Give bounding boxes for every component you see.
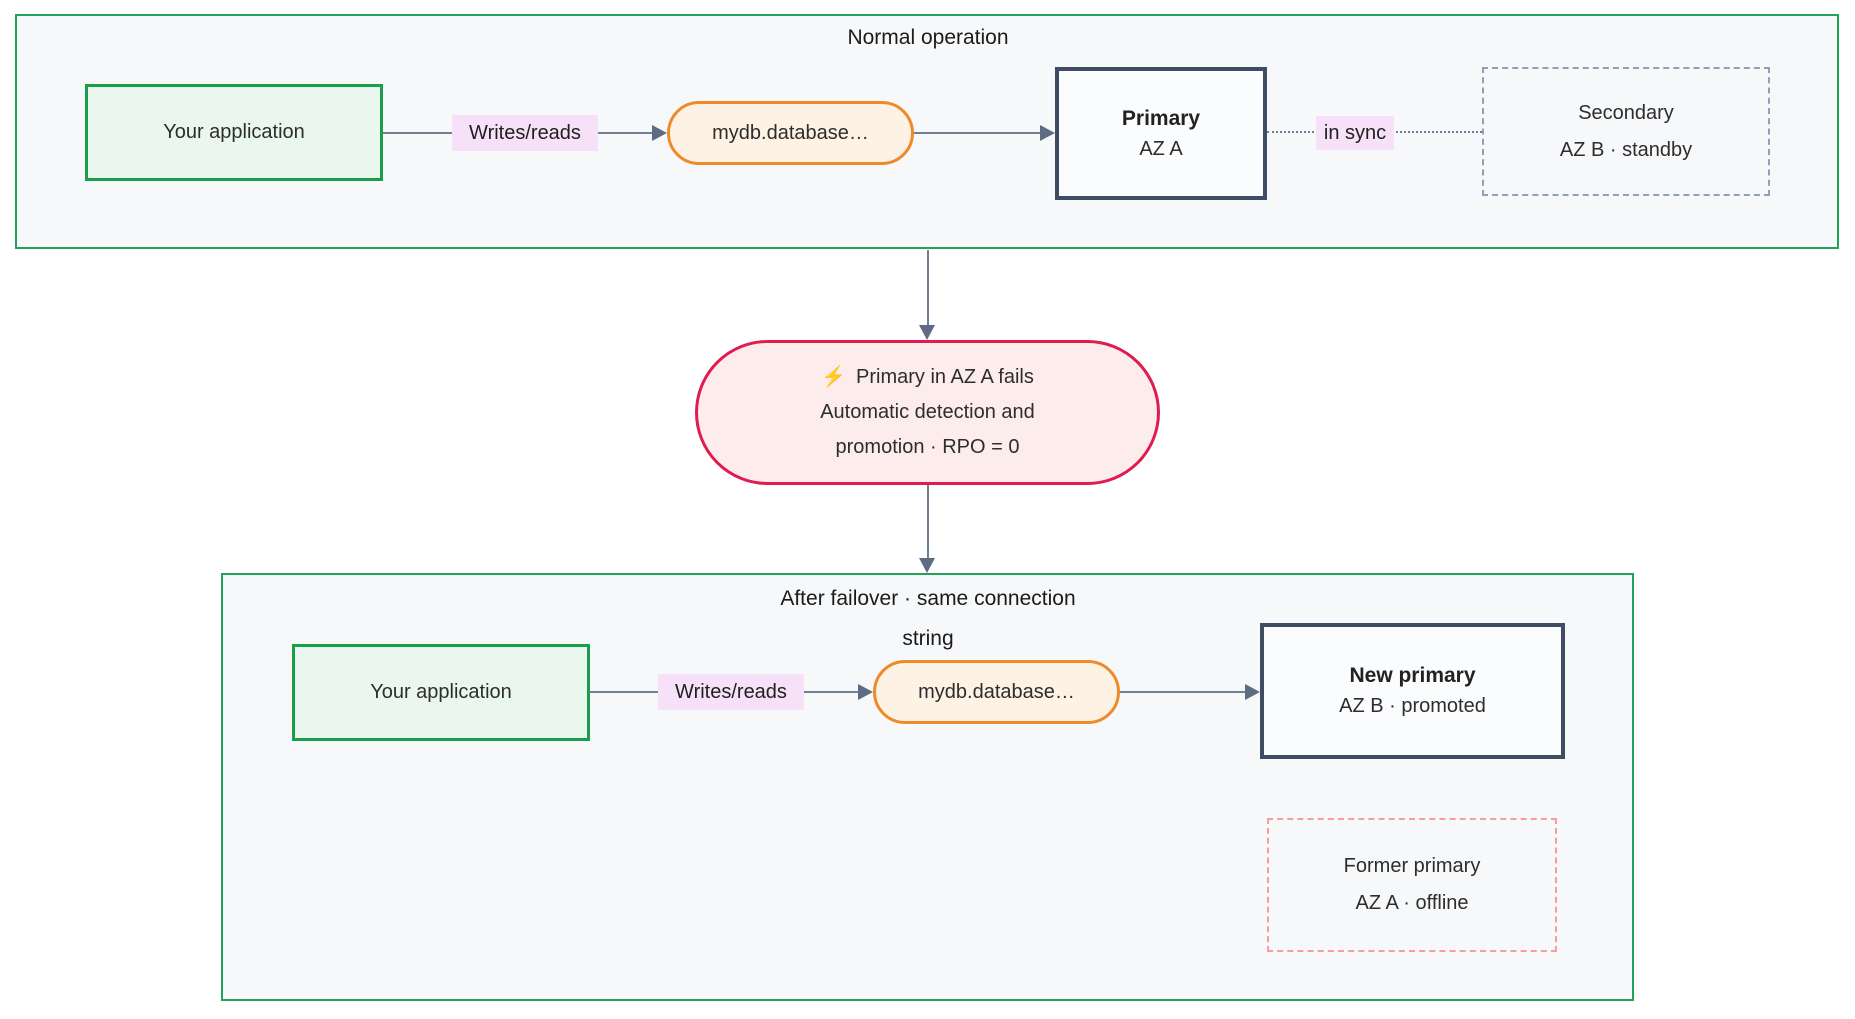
edge-label-writes-reads-bottom: Writes/reads bbox=[658, 674, 804, 710]
former-primary-node-title: Former primary bbox=[1343, 855, 1481, 877]
new-primary-node: New primary AZ B · promoted bbox=[1260, 623, 1565, 759]
former-primary-node: Former primary AZ A · offline bbox=[1267, 818, 1557, 952]
failover-event-line3: promotion · RPO = 0 bbox=[835, 436, 1020, 458]
lightning-icon: ⚡ bbox=[821, 366, 847, 388]
normal-operation-title: Normal operation bbox=[847, 26, 1009, 49]
edge-label-writes-reads-top: Writes/reads bbox=[452, 115, 598, 151]
edge-to-failover-event bbox=[927, 250, 929, 326]
secondary-node: Secondary AZ B · standby bbox=[1482, 67, 1770, 196]
secondary-node-subtitle: AZ B · standby bbox=[1559, 138, 1693, 161]
edge-app-endpoint-bottom-a bbox=[590, 691, 658, 693]
new-primary-node-subtitle: AZ B · promoted bbox=[1339, 695, 1486, 717]
edge-endpoint-new-primary bbox=[1120, 691, 1245, 693]
edge-endpoint-primary bbox=[914, 132, 1041, 134]
failover-event-line1: ⚡ Primary in AZ A fails bbox=[821, 360, 1034, 395]
primary-node: Primary AZ A bbox=[1055, 67, 1267, 200]
app-node-top: Your application bbox=[85, 84, 383, 181]
app-node-bottom-label: Your application bbox=[370, 681, 512, 703]
primary-node-title: Primary bbox=[1121, 106, 1201, 130]
edge-app-endpoint-bottom-b bbox=[804, 691, 859, 693]
arrowhead-endpoint-top-icon bbox=[652, 125, 667, 141]
app-node-bottom: Your application bbox=[292, 644, 590, 741]
arrowhead-failover-event-icon bbox=[919, 325, 935, 340]
dns-endpoint-top-label: mydb.database… bbox=[712, 121, 869, 144]
new-primary-node-title: New primary bbox=[1349, 664, 1476, 687]
after-failover-title: After failover · same connection string bbox=[628, 579, 1228, 659]
after-failover-title-line2: string bbox=[902, 627, 954, 650]
former-primary-node-subtitle: AZ A · offline bbox=[1355, 892, 1469, 914]
failover-event-line2: Automatic detection and bbox=[820, 401, 1035, 423]
arrowhead-endpoint-bottom-icon bbox=[858, 684, 873, 700]
dns-endpoint-bottom-label: mydb.database… bbox=[918, 680, 1075, 703]
primary-node-subtitle: AZ A bbox=[1139, 137, 1183, 160]
arrowhead-primary-icon bbox=[1040, 125, 1055, 141]
arrowhead-after-failover-icon bbox=[919, 558, 935, 573]
failover-event-line1-text: Primary in AZ A fails bbox=[856, 366, 1034, 388]
arrowhead-new-primary-icon bbox=[1245, 684, 1260, 700]
dns-endpoint-node-top: mydb.database… bbox=[667, 101, 914, 165]
secondary-node-title: Secondary bbox=[1578, 101, 1674, 124]
edge-label-in-sync: in sync bbox=[1316, 116, 1394, 150]
failover-event-node: ⚡ Primary in AZ A fails Automatic detecti… bbox=[695, 340, 1160, 485]
dns-endpoint-node-bottom: mydb.database… bbox=[873, 660, 1120, 724]
after-failover-title-line1: After failover · same connection bbox=[780, 587, 1076, 610]
edge-to-after-failover bbox=[927, 485, 929, 559]
app-node-top-label: Your application bbox=[163, 121, 305, 143]
